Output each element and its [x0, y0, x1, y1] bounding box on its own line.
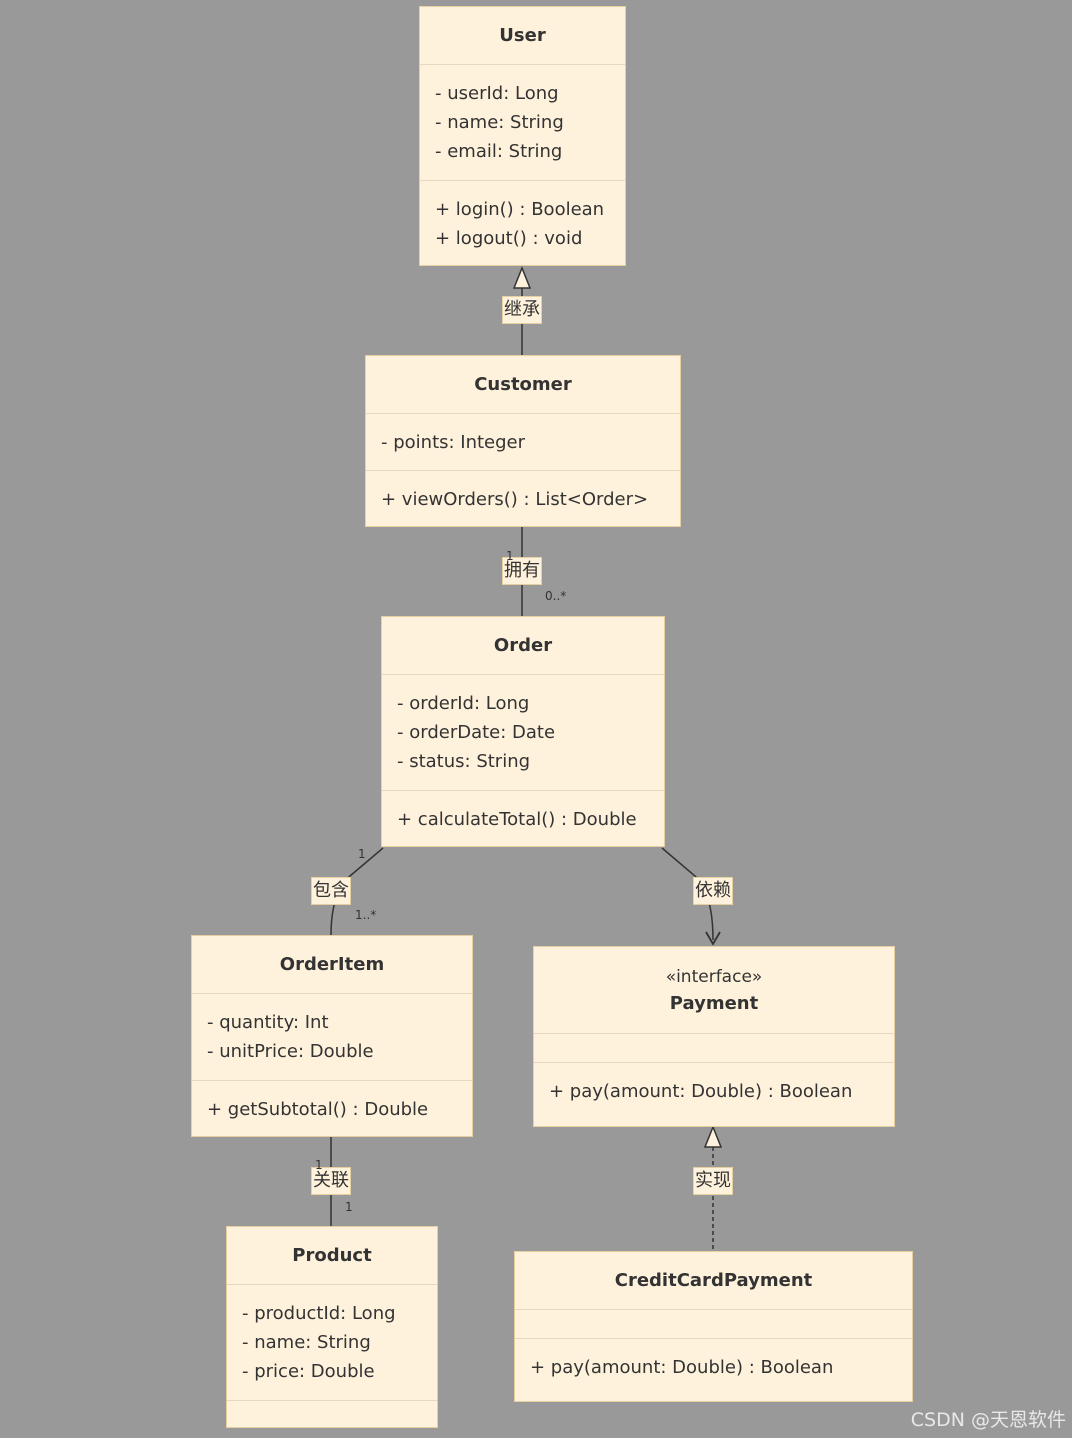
attribute-row: - name: String [242, 1332, 371, 1353]
edge-label-depends: 依赖 [693, 877, 733, 905]
attribute-section [515, 1310, 912, 1339]
method-row: + getSubtotal() : Double [207, 1099, 429, 1120]
class-name: Customer [474, 374, 572, 395]
attribute-section: - productId: Long - name: String - price… [227, 1285, 437, 1401]
attribute-row: - userId: Long [435, 83, 559, 104]
multiplicity-associates-to: 1 [345, 1200, 353, 1214]
class-header: CreditCardPayment [515, 1252, 912, 1310]
multiplicity-owns-from: 1 [506, 549, 514, 563]
method-row: + logout() : void [435, 228, 583, 249]
class-name: Product [292, 1245, 372, 1266]
edge-label-implements: 实现 [693, 1167, 733, 1195]
class-customer[interactable]: Customer - points: Integer + viewOrders(… [365, 355, 681, 527]
attribute-row: - unitPrice: Double [207, 1041, 374, 1062]
attribute-section: - quantity: Int - unitPrice: Double [192, 994, 472, 1081]
method-section: + pay(amount: Double) : Boolean [534, 1063, 894, 1106]
multiplicity-contains-from: 1 [358, 847, 366, 861]
edge-label-owns: 拥有 [502, 557, 542, 585]
attribute-section: - orderId: Long - orderDate: Date - stat… [382, 675, 664, 791]
attribute-row: - email: String [435, 141, 563, 162]
attribute-row: - orderDate: Date [397, 722, 556, 743]
class-user[interactable]: User - userId: Long - name: String - ema… [419, 6, 626, 266]
edge-label-associates: 关联 [311, 1167, 351, 1195]
method-section [227, 1401, 437, 1415]
class-header: «interface» Payment [534, 947, 894, 1034]
method-section: + getSubtotal() : Double [192, 1081, 472, 1124]
method-section: + login() : Boolean + logout() : void [420, 181, 625, 253]
method-section: + pay(amount: Double) : Boolean [515, 1339, 912, 1382]
attribute-row: - status: String [397, 751, 531, 772]
class-orderitem[interactable]: OrderItem - quantity: Int - unitPrice: D… [191, 935, 473, 1137]
class-product[interactable]: Product - productId: Long - name: String… [226, 1226, 438, 1428]
attribute-row: - points: Integer [381, 432, 526, 453]
class-header: User [420, 7, 625, 65]
class-header: Product [227, 1227, 437, 1285]
multiplicity-contains-to: 1..* [355, 908, 377, 922]
attribute-row: - quantity: Int [207, 1012, 329, 1033]
class-name: Payment [669, 992, 759, 1014]
method-row: + pay(amount: Double) : Boolean [530, 1357, 834, 1378]
attribute-section [534, 1034, 894, 1063]
method-section: + calculateTotal() : Double [382, 791, 664, 834]
class-header: Order [382, 617, 664, 675]
method-section: + viewOrders() : List<Order> [366, 471, 680, 514]
multiplicity-associates-from: 1 [315, 1158, 323, 1172]
implements-arrowhead [703, 1124, 723, 1148]
class-name: OrderItem [279, 954, 385, 975]
class-order[interactable]: Order - orderId: Long - orderDate: Date … [381, 616, 665, 847]
attribute-section: - points: Integer [366, 414, 680, 471]
inherit-arrowhead [512, 265, 532, 289]
edge-label-inherit: 继承 [502, 296, 542, 324]
class-stereotype: «interface» [665, 966, 763, 987]
method-row: + login() : Boolean [435, 199, 605, 220]
method-row: + calculateTotal() : Double [397, 809, 637, 830]
multiplicity-owns-to: 0..* [545, 589, 567, 603]
class-name: User [499, 25, 546, 46]
class-header: OrderItem [192, 936, 472, 994]
class-name: Order [493, 635, 553, 656]
attribute-row: - name: String [435, 112, 564, 133]
class-payment[interactable]: «interface» Payment + pay(amount: Double… [533, 946, 895, 1127]
attribute-row: - orderId: Long [397, 693, 530, 714]
class-creditcardpayment[interactable]: CreditCardPayment + pay(amount: Double) … [514, 1251, 913, 1402]
method-row: + pay(amount: Double) : Boolean [549, 1081, 853, 1102]
edge-label-contains: 包含 [311, 877, 351, 905]
method-row: + viewOrders() : List<Order> [381, 489, 649, 510]
class-header: Customer [366, 356, 680, 414]
attribute-section: - userId: Long - name: String - email: S… [420, 65, 625, 181]
watermark: CSDN @天恩软件 [910, 1409, 1066, 1431]
attribute-row: - productId: Long [242, 1303, 396, 1324]
depends-arrowhead [705, 931, 721, 946]
attribute-row: - price: Double [242, 1361, 375, 1382]
class-name: CreditCardPayment [614, 1270, 813, 1291]
